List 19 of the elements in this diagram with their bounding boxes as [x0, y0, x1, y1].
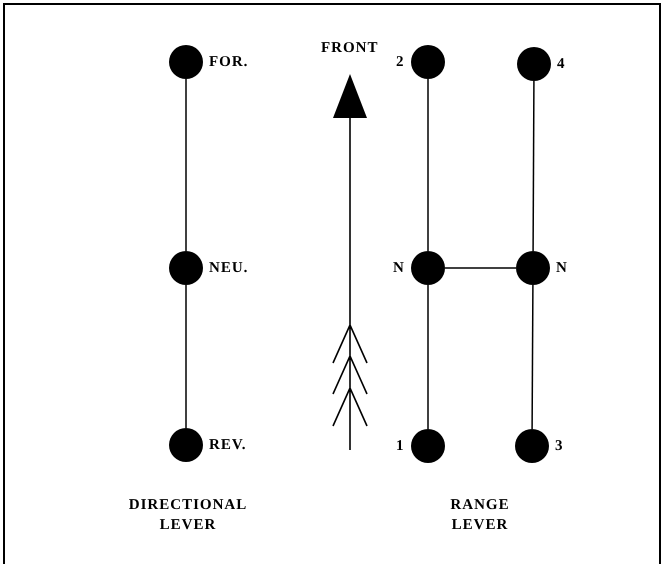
position-label: 3: [555, 438, 564, 454]
heading-label: FRONT: [321, 39, 378, 58]
position-label: NEU.: [209, 260, 248, 276]
position-label: 4: [557, 56, 566, 72]
lever-caption: RANGE LEVER: [449, 496, 511, 536]
position-label: REV.: [209, 438, 246, 452]
lever-caption: DIRECTIONAL LEVER: [128, 496, 248, 536]
shift-line: [445, 267, 516, 269]
position-label: N: [393, 260, 405, 276]
shift-line: [427, 79, 429, 251]
shift-line: [531, 285, 534, 429]
shift-line: [185, 79, 187, 251]
position-label: FOR.: [209, 54, 248, 70]
shift-line: [185, 285, 187, 428]
position-label: 2: [396, 54, 404, 70]
shift-line: [427, 285, 429, 429]
position-label: 1: [396, 438, 404, 454]
position-label: N: [556, 260, 568, 276]
shift-line: [532, 81, 535, 251]
